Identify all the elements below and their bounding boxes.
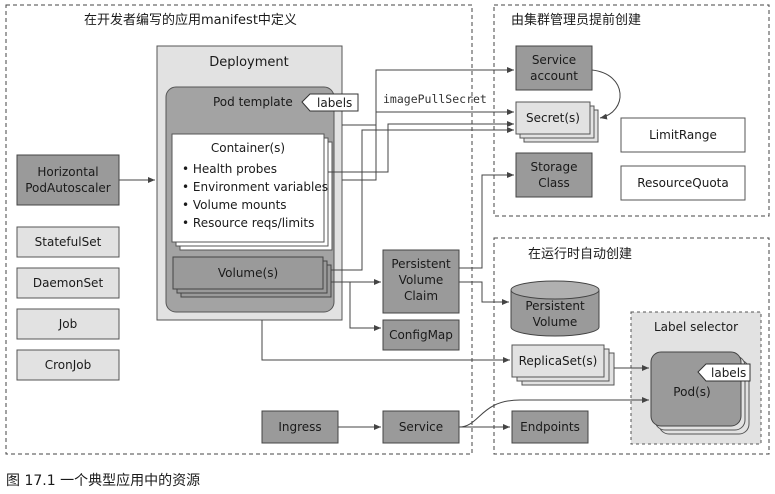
container-item: • Volume mounts xyxy=(182,198,287,212)
service-account-box xyxy=(515,45,593,91)
configmap-box xyxy=(382,319,460,351)
limit-range-label: LimitRange xyxy=(649,128,717,142)
label-selector-title: Label selector xyxy=(654,320,738,334)
configmap-label: ConfigMap xyxy=(389,328,453,342)
secrets-label: Secret(s) xyxy=(526,111,580,125)
figure-caption: 图 17.1 一个典型应用中的资源 xyxy=(6,472,200,489)
replicasets-box xyxy=(511,344,605,378)
hpa-box xyxy=(16,154,120,206)
container-box xyxy=(171,133,325,243)
pv-line2: Volume xyxy=(533,315,578,329)
service-account-line2: account xyxy=(530,69,578,83)
endpoints-box xyxy=(511,410,589,444)
region-cluster-admin xyxy=(493,4,770,217)
deployment-label: Deployment xyxy=(209,55,289,70)
region-app-manifest-title: 在开发者编写的应用manifest中定义 xyxy=(84,12,297,28)
service-account-line1: Service xyxy=(532,53,576,67)
region-cluster-admin-title: 由集群管理员提前创建 xyxy=(511,12,641,28)
volumes-box xyxy=(172,256,324,290)
pod-template-label: Pod template xyxy=(213,95,293,109)
region-app-manifest xyxy=(5,4,473,455)
resource-quota-box xyxy=(620,165,746,201)
pods-label: Pod(s) xyxy=(673,385,710,399)
region-runtime-title: 在运行时自动创建 xyxy=(528,247,632,262)
secrets-box xyxy=(515,101,591,135)
hpa-label-line1: Horizontal xyxy=(37,165,98,179)
replicasets-label: ReplicaSet(s) xyxy=(519,354,598,368)
storage-class-box xyxy=(515,152,593,198)
pod-template-labels-tag xyxy=(301,93,359,112)
pod-labels-text: labels xyxy=(711,366,746,380)
image-pull-secret-label: imagePullSecret xyxy=(383,92,487,106)
storage-class-line2: Class xyxy=(538,176,570,190)
pod-labels-tag xyxy=(697,363,751,382)
resource-quota-label: ResourceQuota xyxy=(637,176,728,190)
service-label: Service xyxy=(399,420,443,434)
cronjob-box xyxy=(16,349,120,381)
statefulset-label: StatefulSet xyxy=(35,235,102,249)
container-title: Container(s) xyxy=(211,141,285,155)
pvc-line2: Volume xyxy=(399,273,444,287)
hpa-label-line2: PodAutoscaler xyxy=(25,181,111,195)
daemonset-box xyxy=(16,267,120,299)
container-item: • Resource reqs/limits xyxy=(182,216,314,230)
container-item: • Health probes xyxy=(182,162,277,176)
persistent-volume-cylinder xyxy=(510,280,600,337)
ingress-label: Ingress xyxy=(278,420,321,434)
pv-line1: Persistent xyxy=(525,299,585,313)
endpoints-label: Endpoints xyxy=(520,420,580,434)
pvc-line3: Claim xyxy=(404,289,438,303)
statefulset-box xyxy=(16,226,120,258)
storage-class-line1: Storage xyxy=(531,160,578,174)
daemonset-label: DaemonSet xyxy=(33,276,104,290)
volumes-label: Volume(s) xyxy=(218,266,278,280)
pod-template-labels-text: labels xyxy=(317,96,352,110)
container-item: • Environment variables xyxy=(182,180,328,194)
limit-range-box xyxy=(620,117,746,153)
pvc-line1: Persistent xyxy=(391,257,451,271)
pvc-box xyxy=(382,249,460,314)
job-box xyxy=(16,308,120,340)
connectors xyxy=(119,67,649,430)
cronjob-label: CronJob xyxy=(45,358,92,372)
job-label: Job xyxy=(58,317,78,331)
service-box xyxy=(382,410,460,444)
